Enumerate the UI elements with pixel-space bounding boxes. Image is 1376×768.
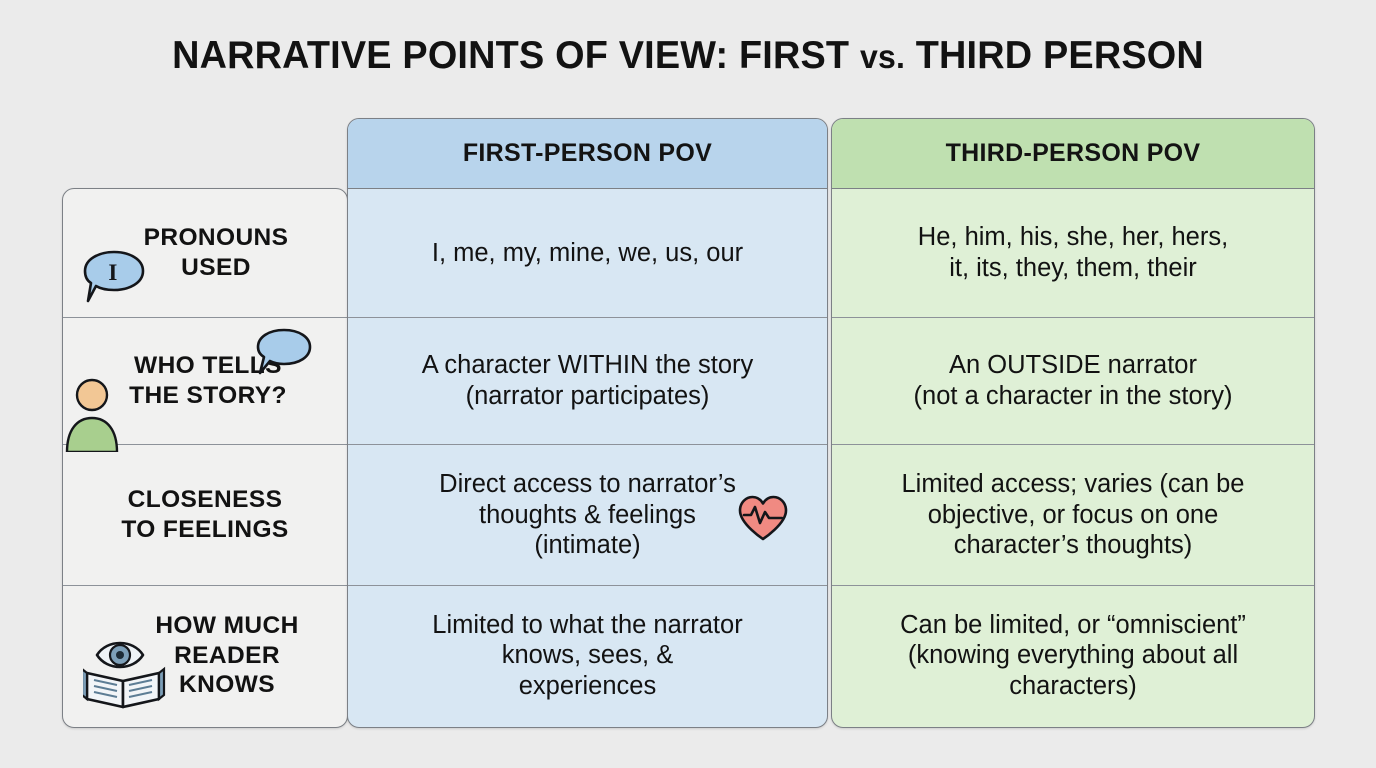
label-row-how-much-reader-knows: HOW MUCH READER KNOWS — [63, 585, 347, 725]
cell-third-who-tells: An OUTSIDE narrator (not a character in … — [832, 317, 1314, 444]
third-person-body: He, him, his, she, her, hers, it, its, t… — [832, 189, 1314, 727]
cell-first-reader-knows: Limited to what the narrator knows, sees… — [348, 585, 827, 725]
cell-first-closeness: Direct access to narrator’s thoughts & f… — [348, 444, 827, 585]
label-row-pronouns-used: I PRONOUNS USED — [63, 189, 347, 317]
heart-pulse-icon — [737, 495, 789, 541]
cell-line: knows, sees, & — [501, 641, 674, 670]
cell-line: character’s thoughts) — [953, 531, 1193, 560]
cell-line: (not a character in the story) — [913, 382, 1233, 410]
cell-line: characters) — [1009, 671, 1137, 700]
third-person-column: THIRD-PERSON POV He, him, his, she, her,… — [831, 118, 1315, 728]
cell-line: thoughts & feelings — [479, 500, 696, 529]
cell-third-reader-knows: Can be limited, or “omniscient” (knowing… — [832, 585, 1314, 725]
cell-line: experiences — [518, 671, 657, 700]
person-icon — [65, 378, 127, 454]
cell-text: A character WITHIN the story (narrator p… — [422, 350, 754, 411]
page-title-vs: vs. — [859, 38, 906, 75]
label-row-4-line-1: HOW MUCH — [155, 611, 299, 639]
first-person-column: FIRST-PERSON POV I, me, my, mine, we, us… — [347, 118, 828, 728]
bubble-letter: I — [108, 260, 117, 285]
label-column: I PRONOUNS USED — [62, 188, 348, 728]
label-row-2-line-1: WHO TELLS — [134, 352, 282, 380]
label-row-3-text: CLOSENESS TO FEELINGS — [121, 485, 288, 545]
third-person-panel: THIRD-PERSON POV He, him, his, she, her,… — [831, 118, 1315, 728]
cell-line: An OUTSIDE narrator — [948, 351, 1197, 380]
cell-line: Direct access to narrator’s — [439, 470, 736, 499]
cell-line: Limited access; varies (can be — [901, 470, 1245, 499]
label-row-4-line-2: READER — [174, 641, 280, 669]
label-row-2-text: WHO TELLS THE STORY? — [129, 351, 287, 411]
cell-third-pronouns: He, him, his, she, her, hers, it, its, t… — [832, 189, 1314, 317]
first-person-panel: FIRST-PERSON POV I, me, my, mine, we, us… — [347, 118, 828, 728]
cell-text: He, him, his, she, her, hers, it, its, t… — [918, 222, 1228, 283]
cell-line: (knowing everything about all — [907, 641, 1239, 670]
cell-line: He, him, his, she, her, hers, — [917, 223, 1229, 252]
comparison-table: I PRONOUNS USED — [62, 118, 1315, 728]
page-title-part2: THIRD PERSON — [905, 34, 1204, 77]
page-title: NARRATIVE POINTS OF VIEW: FIRST vs. THIR… — [21, 34, 1356, 78]
label-row-who-tells-the-story: WHO TELLS THE STORY? — [63, 317, 347, 454]
cell-line: Can be limited, or “omniscient” — [900, 610, 1246, 639]
cell-text: I, me, my, mine, we, us, our — [432, 238, 743, 269]
label-row-4-line-3: KNOWS — [179, 671, 275, 699]
label-row-closeness-to-feelings: CLOSENESS TO FEELINGS — [63, 444, 347, 585]
cell-line: A character WITHIN the story — [421, 351, 754, 380]
label-row-3-line-2: TO FEELINGS — [121, 516, 289, 543]
label-row-1-line-2: USED — [181, 254, 251, 281]
label-row-4-text: HOW MUCH READER KNOWS — [155, 611, 298, 701]
cell-first-pronouns: I, me, my, mine, we, us, our — [348, 189, 827, 317]
page-title-part1: NARRATIVE POINTS OF VIEW: FIRST — [172, 34, 860, 77]
label-column-panel: I PRONOUNS USED — [62, 188, 348, 728]
cell-line: I, me, my, mine, we, us, our — [431, 238, 744, 267]
cell-line: it, its, they, them, their — [949, 254, 1197, 282]
label-row-1-text: PRONOUNS USED — [144, 223, 289, 283]
cell-first-who-tells: A character WITHIN the story (narrator p… — [348, 317, 827, 444]
cell-line: Limited to what the narrator — [432, 610, 743, 639]
cell-line: (narrator participates) — [465, 382, 710, 410]
cell-text: Limited access; varies (can be objective… — [902, 469, 1245, 561]
first-person-body: I, me, my, mine, we, us, our A character… — [348, 189, 827, 727]
label-row-1-line-1: PRONOUNS — [143, 224, 289, 252]
cell-text: Direct access to narrator’s thoughts & f… — [439, 469, 736, 561]
cell-line: (intimate) — [534, 531, 641, 560]
cell-third-closeness: Limited access; varies (can be objective… — [832, 444, 1314, 585]
speech-bubble-i-icon: I — [81, 249, 147, 307]
cell-line: objective, or focus on one — [927, 500, 1219, 529]
label-row-3-line-1: CLOSENESS — [127, 486, 283, 514]
cell-text: Can be limited, or “omniscient” (knowing… — [900, 610, 1246, 702]
cell-text: Limited to what the narrator knows, sees… — [432, 610, 742, 702]
cell-text: An OUTSIDE narrator (not a character in … — [914, 350, 1233, 411]
third-person-header: THIRD-PERSON POV — [832, 119, 1314, 189]
label-row-2-line-2: THE STORY? — [129, 382, 287, 409]
first-person-header: FIRST-PERSON POV — [348, 119, 827, 189]
